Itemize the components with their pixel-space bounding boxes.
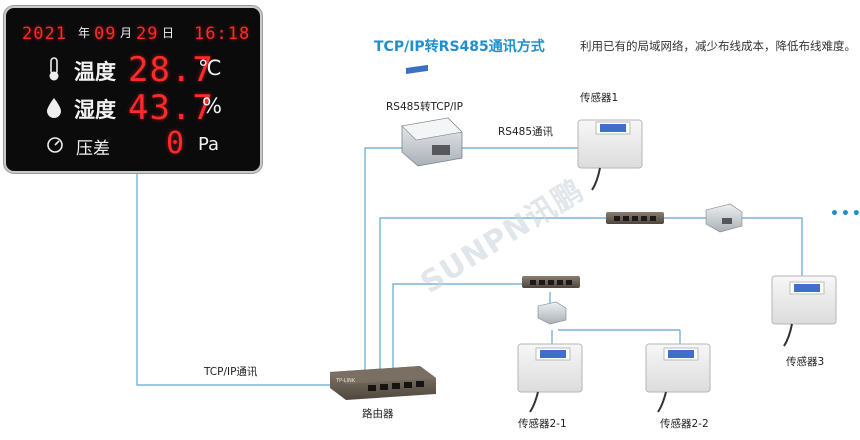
row-label-temperature: 温度 [74,60,116,84]
converter-link-line [364,147,402,370]
display-time: 16:18 [194,24,251,44]
display-month-unit: 月 [120,26,133,40]
router: TP-LINK [330,366,436,400]
gauge-icon [47,137,63,153]
label-rs485-link: RS485通讯 [498,126,554,138]
label-sensor1: 传感器1 [580,92,619,104]
sensor-box-3 [771,275,837,347]
row-value-pressure-diff: 0 [166,126,186,161]
label-converter: RS485转TCP/IP [386,101,463,113]
row-value-temperature: 28.7 [128,50,214,90]
display-year-unit: 年 [78,26,91,40]
label-tcpip-link: TCP/IP通讯 [204,366,258,378]
rs485-tcpip-converter-3 [537,301,567,325]
rs485-tcpip-converter [401,64,463,167]
row-unit-temperature: ℃ [198,56,222,80]
network-switch-1 [606,212,664,224]
label-sensor2-1: 传感器2-1 [518,418,567,430]
display-year: 2021 [22,24,67,44]
row-value-humidity: 43.7 [128,88,214,128]
diagram-title: TCP/IP转RS485通讯方式 [374,39,545,55]
svg-text:TP-LINK: TP-LINK [335,378,356,384]
display-month: 09 [94,24,117,44]
display-day: 29 [136,24,159,44]
row-unit-humidity: % [202,94,222,118]
row-label-humidity: 湿度 [74,98,116,122]
sensor-box-1 [577,119,643,191]
sensor3-line [742,217,803,290]
sensor-box-2-1 [517,343,583,413]
more-devices-ellipsis: ••• [830,206,860,222]
label-sensor2-2: 传感器2-2 [660,418,709,430]
rs485-tcpip-converter-2 [705,203,743,233]
thermometer-icon [49,57,59,81]
switch1-uplink-line [379,217,606,370]
row-unit-pressure-diff: Pa [198,134,220,155]
display-day-unit: 日 [162,26,175,40]
sensor-box-2-2 [645,343,711,413]
label-router: 路由器 [362,408,394,420]
tcpip-line [136,172,330,386]
network-switch-2 [522,276,580,288]
row-label-pressure-diff: 压差 [76,139,110,159]
led-display-panel: 2021 年 09 月 29 日 16:18 温度 28.7 ℃ 湿度 43.7… [4,6,262,173]
switch2-uplink-line [392,283,522,370]
water-drop-icon [47,98,61,118]
diagram-subtitle: 利用已有的局域网络，减少布线成本，降低布线难度。 [580,39,856,53]
label-sensor3: 传感器3 [786,356,825,368]
